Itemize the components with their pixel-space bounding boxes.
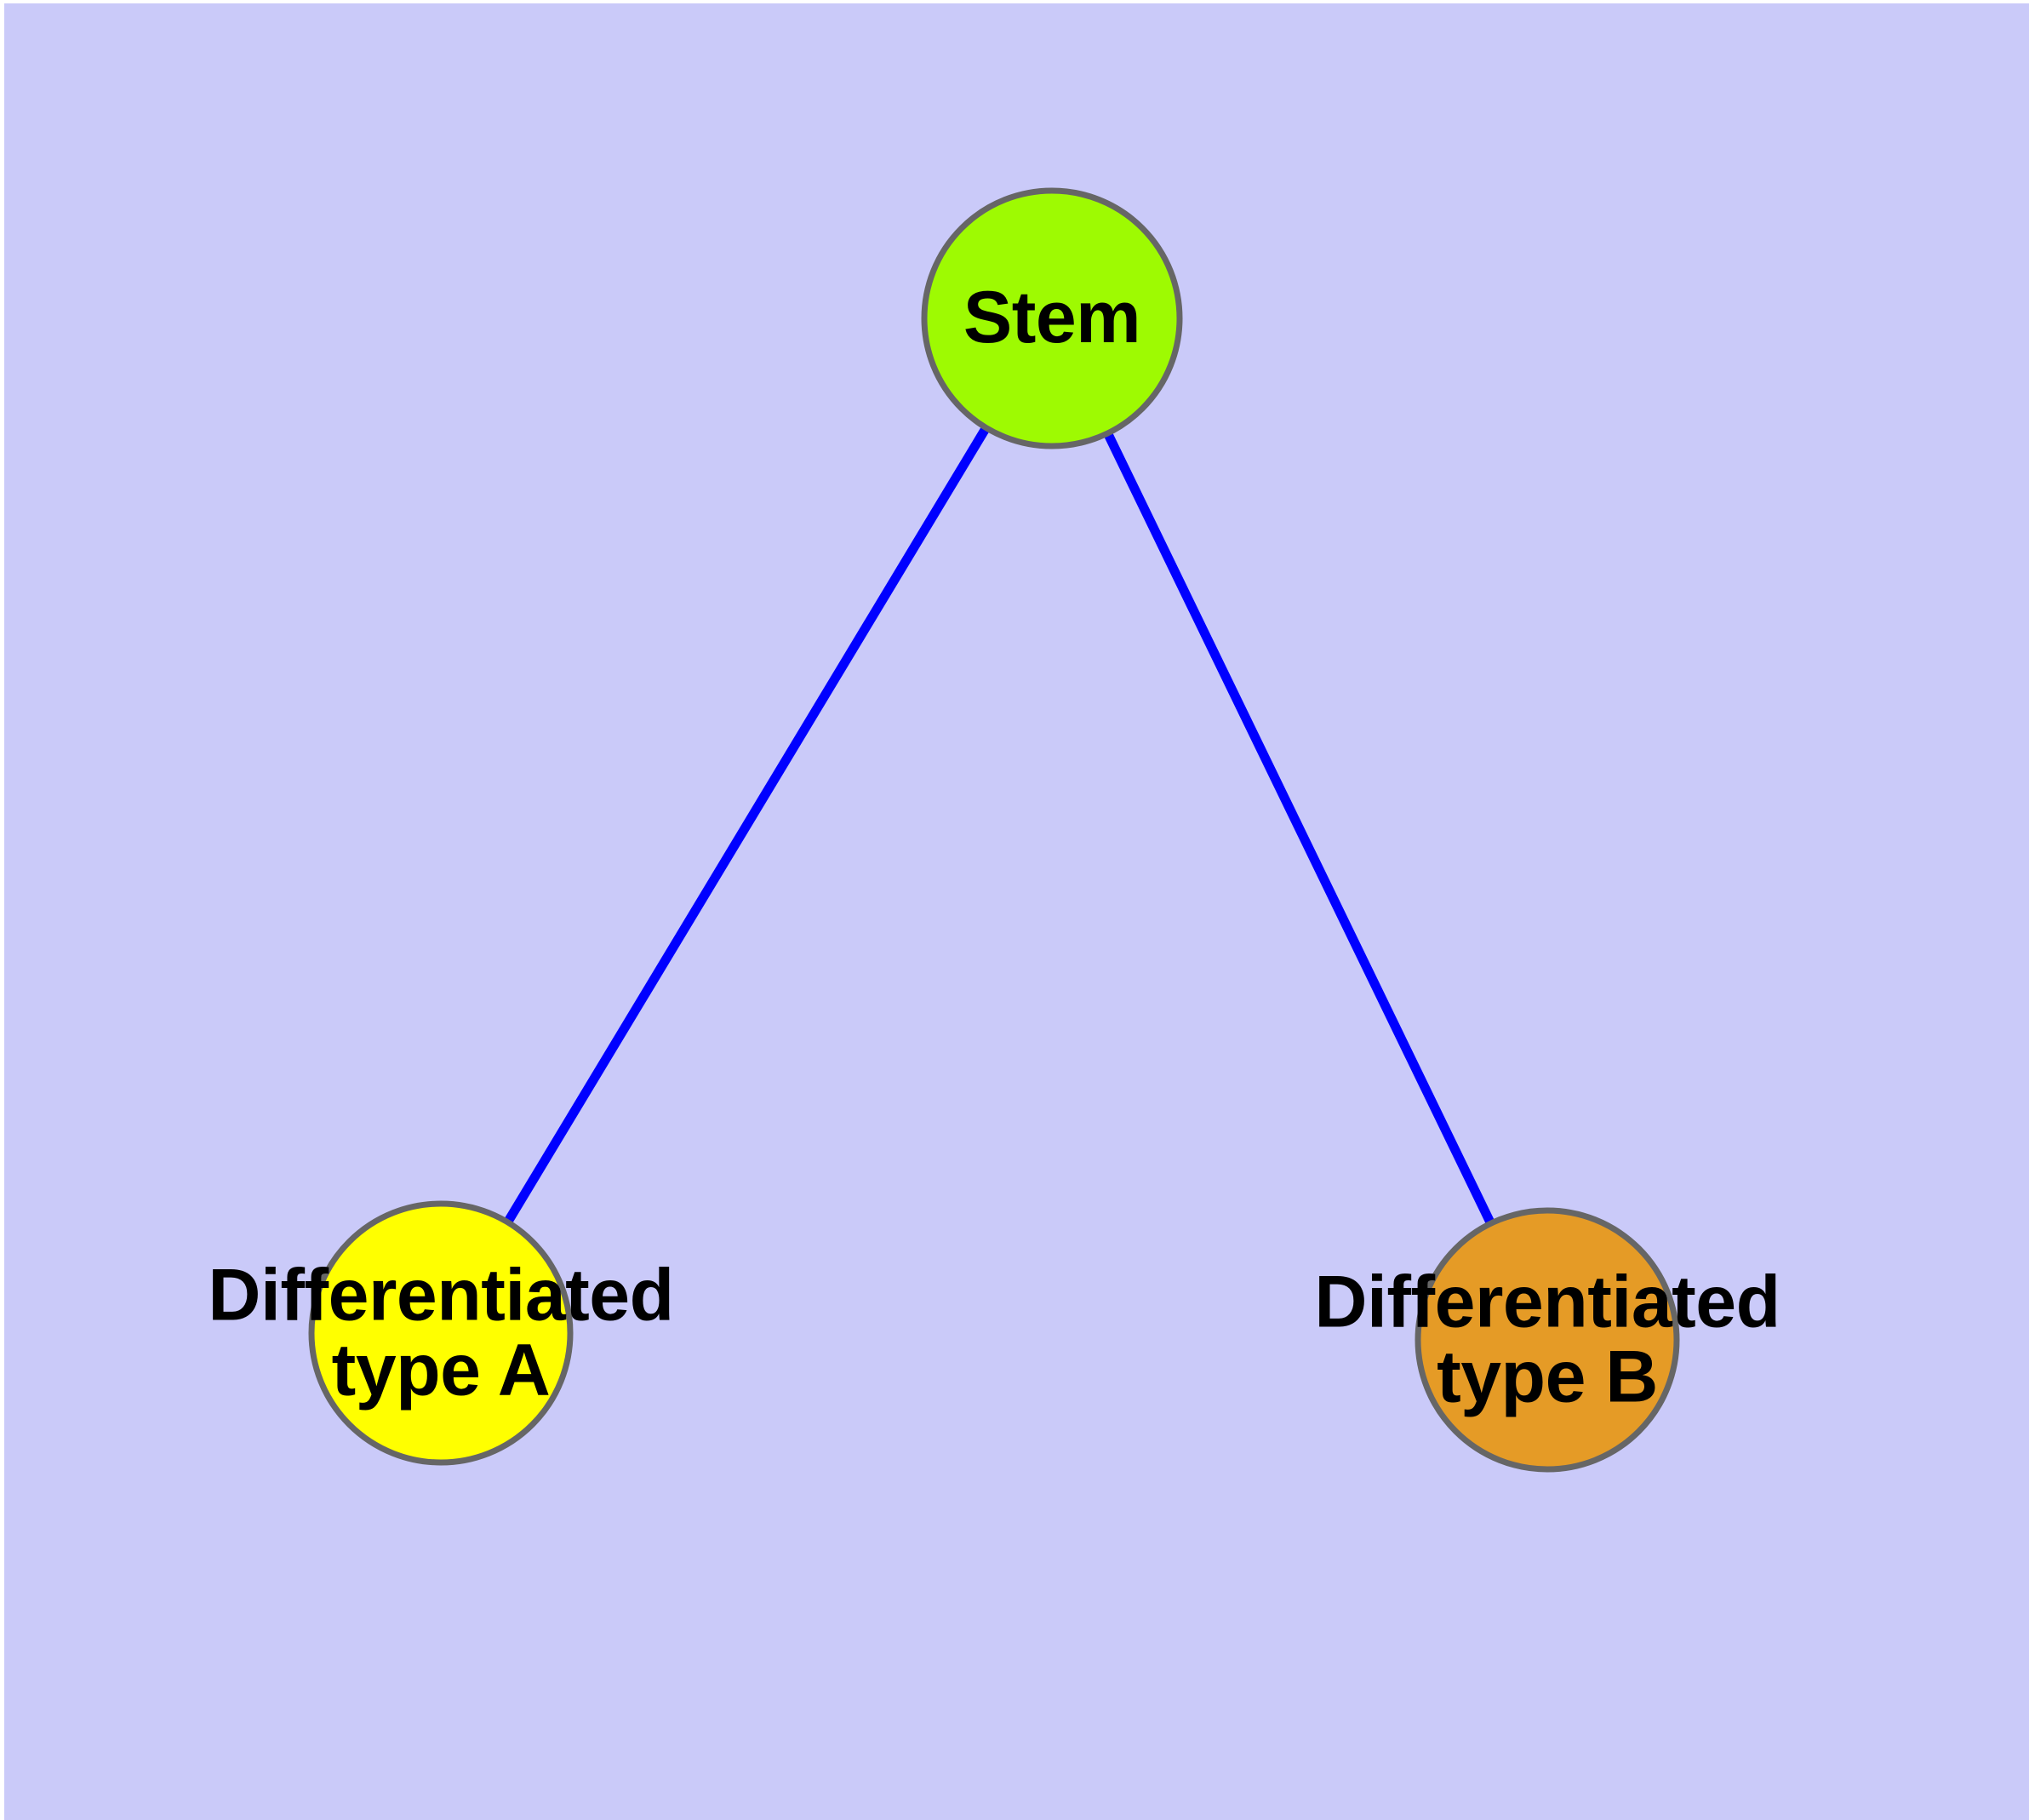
edges-layer [437,316,1552,1342]
node-circle-diff-b[interactable] [1415,1207,1680,1473]
edge-stem-diff-a[interactable] [437,316,1056,1336]
node-circle-diff-a[interactable] [308,1200,574,1466]
node-circle-stem[interactable] [921,187,1183,449]
edge-stem-diff-b[interactable] [1048,316,1552,1342]
nodes-layer [308,187,1680,1473]
